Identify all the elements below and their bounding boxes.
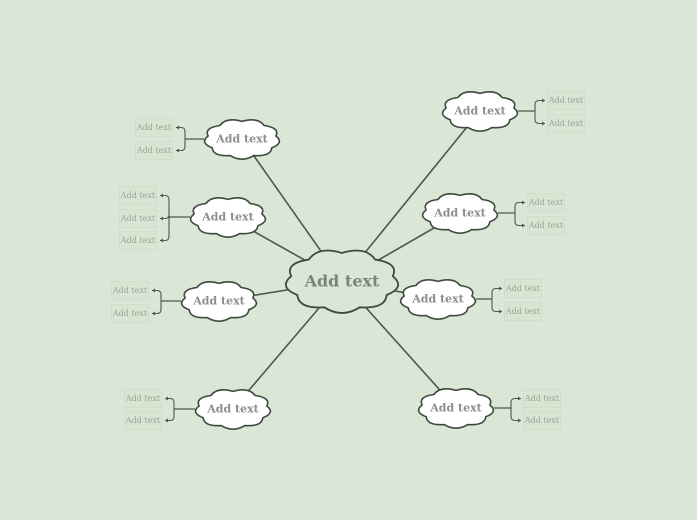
leaf-topic[interactable]: Add text xyxy=(111,304,149,323)
branch-topic-label[interactable]: Add text xyxy=(454,104,506,118)
cloud-shape[interactable] xyxy=(421,193,499,234)
cloud-shape[interactable] xyxy=(417,388,495,429)
leaf-topic[interactable]: Add text xyxy=(124,411,162,430)
leaf-topic[interactable]: Add text xyxy=(111,281,149,300)
leaf-bracket xyxy=(176,125,204,153)
leaf-topic[interactable]: Add text xyxy=(527,193,565,212)
leaf-topic[interactable]: Add text xyxy=(527,216,565,235)
leaf-topic[interactable]: Add text xyxy=(119,186,157,205)
leaf-bracket xyxy=(476,286,502,314)
leaf-topic[interactable]: Add text xyxy=(119,231,157,250)
leaf-bracket xyxy=(518,98,545,126)
central-cloud-shape[interactable] xyxy=(284,249,400,314)
branch-topic-label[interactable]: Add text xyxy=(202,210,254,224)
cloud-shape[interactable] xyxy=(194,389,272,430)
leaf-bracket xyxy=(165,396,195,423)
leaf-topic[interactable]: Add text xyxy=(547,91,585,110)
branch-topic-label[interactable]: Add text xyxy=(216,132,268,146)
leaf-topic[interactable]: Add text xyxy=(135,118,173,137)
branch-topic-label[interactable]: Add text xyxy=(430,401,482,415)
leaf-bracket xyxy=(494,396,521,423)
leaf-topic[interactable]: Add text xyxy=(523,411,561,430)
central-topic-label[interactable]: Add text xyxy=(304,271,380,291)
branch-topic-label[interactable]: Add text xyxy=(412,292,464,306)
cloud-shape[interactable] xyxy=(399,279,477,320)
branch-topic-label[interactable]: Add text xyxy=(193,294,245,308)
leaf-topic[interactable]: Add text xyxy=(547,114,585,133)
leaf-topic[interactable]: Add text xyxy=(504,279,542,298)
leaf-topic[interactable]: Add text xyxy=(119,209,157,228)
leaf-bracket xyxy=(160,193,190,243)
cloud-shape[interactable] xyxy=(441,91,519,132)
cloud-shape[interactable] xyxy=(180,281,258,322)
branch-topic-label[interactable]: Add text xyxy=(207,402,259,416)
branch-topic-label[interactable]: Add text xyxy=(434,206,486,220)
cloud-shape[interactable] xyxy=(189,197,267,238)
leaf-bracket xyxy=(152,288,181,316)
leaf-topic[interactable]: Add text xyxy=(135,141,173,160)
cloud-shape[interactable] xyxy=(203,119,281,160)
leaf-topic[interactable]: Add text xyxy=(124,389,162,408)
leaf-topic[interactable]: Add text xyxy=(504,302,542,321)
leaf-topic[interactable]: Add text xyxy=(523,389,561,408)
leaf-bracket xyxy=(498,200,525,228)
